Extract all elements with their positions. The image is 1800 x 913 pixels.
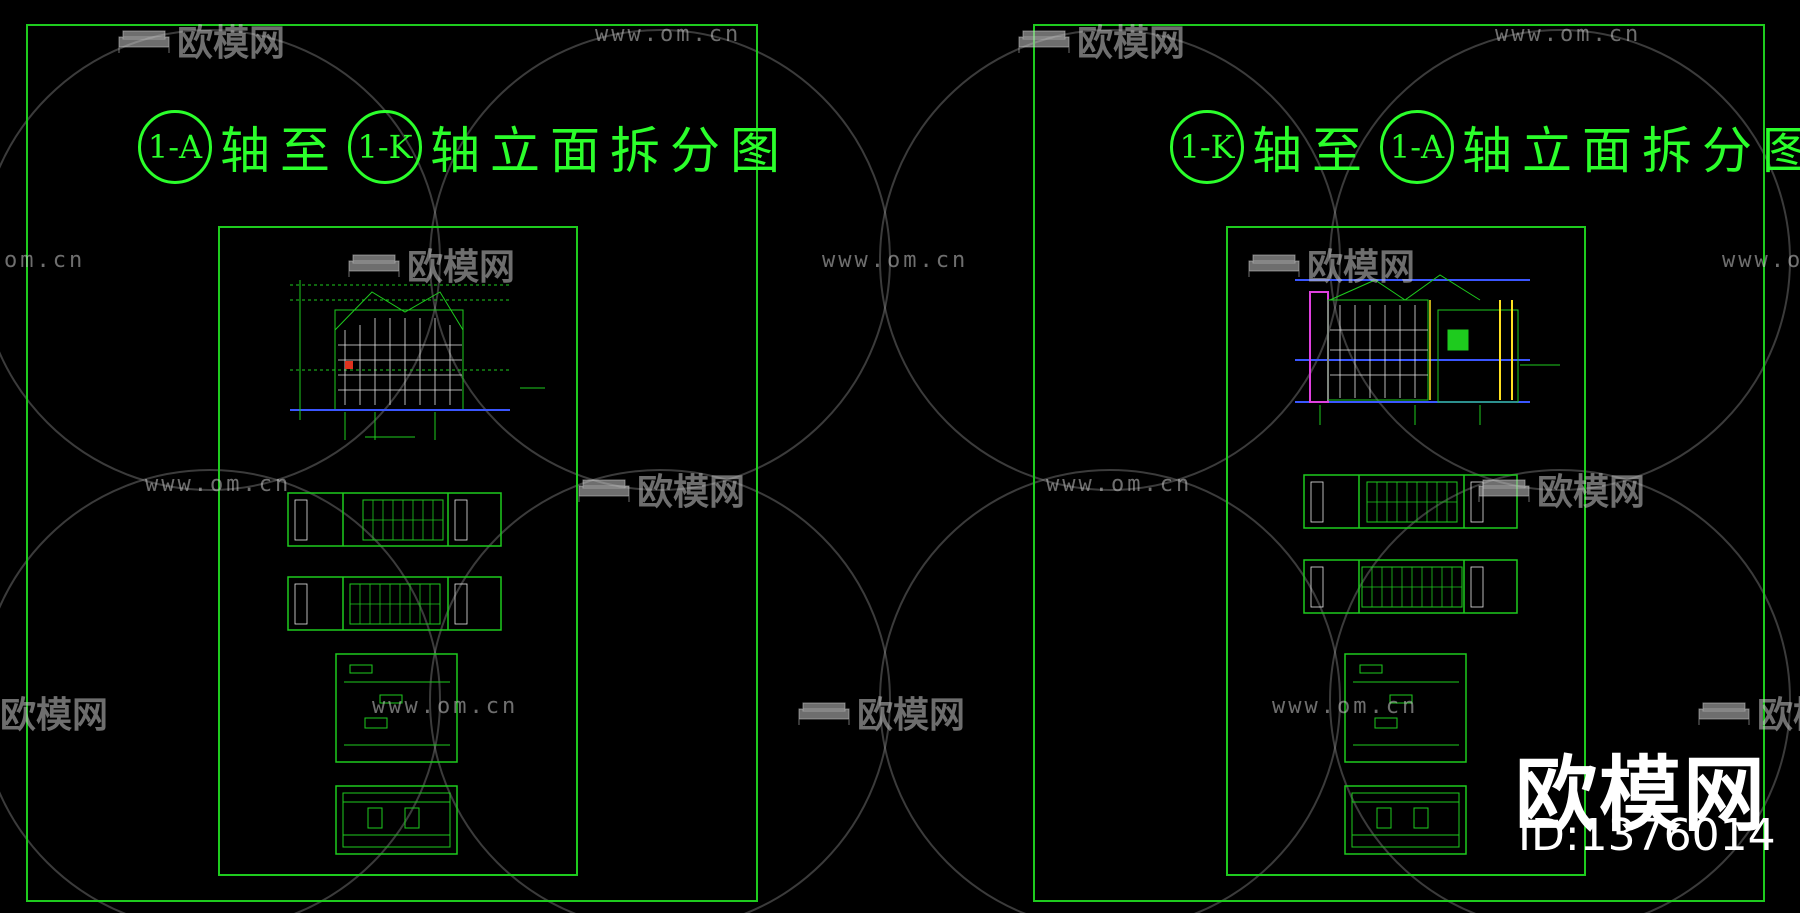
sheet-frame-left xyxy=(26,24,758,902)
sheet-title-right: 1-K 轴至 1-A 轴立面拆分图 xyxy=(1162,110,1800,184)
sofa-logo-icon xyxy=(1018,30,1070,53)
title-mid-text: 轴至 xyxy=(220,122,340,180)
detail-strip-left-1 xyxy=(287,492,502,547)
detail-box-right-3 xyxy=(1344,653,1467,763)
watermark-url: www.om.cn xyxy=(822,248,969,273)
axis-bubble-to: 1-A xyxy=(1380,110,1454,184)
watermark-logo: 欧模网 xyxy=(115,14,285,66)
watermark-url-fragment: www.om.cn xyxy=(1722,248,1800,273)
sofa-logo-icon xyxy=(1698,702,1750,725)
watermark-url: www.om.cn xyxy=(595,22,742,47)
watermark-logo: 欧模网 xyxy=(345,238,515,290)
watermark-logo: 欧模网 xyxy=(795,686,965,738)
sofa-logo-icon xyxy=(1478,479,1530,502)
detail-box-left-3 xyxy=(335,653,458,763)
brand-id: ID:1376014 xyxy=(1518,810,1776,861)
drawing-panel-right xyxy=(1226,226,1586,876)
watermark-url: www.om.cn xyxy=(145,472,292,497)
detail-strip-left-2 xyxy=(287,576,502,631)
watermark-logo: 欧模网 xyxy=(1475,463,1645,515)
axis-bubble-from: 1-A xyxy=(138,110,212,184)
watermark-url-fragment: om.cn xyxy=(4,248,86,273)
sofa-logo-icon xyxy=(578,479,630,502)
drawing-panel-left xyxy=(218,226,578,876)
detail-strip-right-2 xyxy=(1303,559,1518,614)
title-tail-text: 轴立面拆分图 xyxy=(1462,122,1800,180)
sheet-title-left: 1-A 轴至 1-K 轴立面拆分图 xyxy=(130,110,790,184)
watermark-logo: 欧模网 xyxy=(1245,238,1415,290)
brand-name: 欧模网 xyxy=(1515,748,1768,843)
sheet-frame-right xyxy=(1033,24,1765,902)
detail-box-right-4 xyxy=(1344,785,1467,855)
elevation-drawing-left xyxy=(290,280,545,440)
watermark-url: www.om.cn xyxy=(1495,22,1642,47)
watermark-url: www.om.cn xyxy=(372,694,519,719)
highlight-marker xyxy=(345,361,353,369)
detail-box-left-4 xyxy=(335,785,458,855)
axis-bubble-to: 1-K xyxy=(348,110,422,184)
watermark-url: www.om.cn xyxy=(1046,472,1193,497)
watermark-logo: 欧模网 xyxy=(575,463,745,515)
detail-strip-right-1 xyxy=(1303,474,1518,529)
axis-bubble-from: 1-K xyxy=(1170,110,1244,184)
elevation-drawing-right xyxy=(1295,274,1560,425)
sofa-logo-icon xyxy=(348,254,400,277)
watermark-logo-fragment: 欧模网 xyxy=(0,695,109,736)
sofa-logo-icon xyxy=(798,702,850,725)
sofa-logo-icon xyxy=(118,30,170,53)
watermark-logo: 欧模网 xyxy=(1015,14,1185,66)
watermark-url: www.om.cn xyxy=(1272,694,1419,719)
title-tail-text: 轴立面拆分图 xyxy=(430,122,790,180)
title-mid-text: 轴至 xyxy=(1252,122,1372,180)
sofa-logo-icon xyxy=(1248,254,1300,277)
watermark-logo: 欧模网 xyxy=(1695,686,1800,738)
